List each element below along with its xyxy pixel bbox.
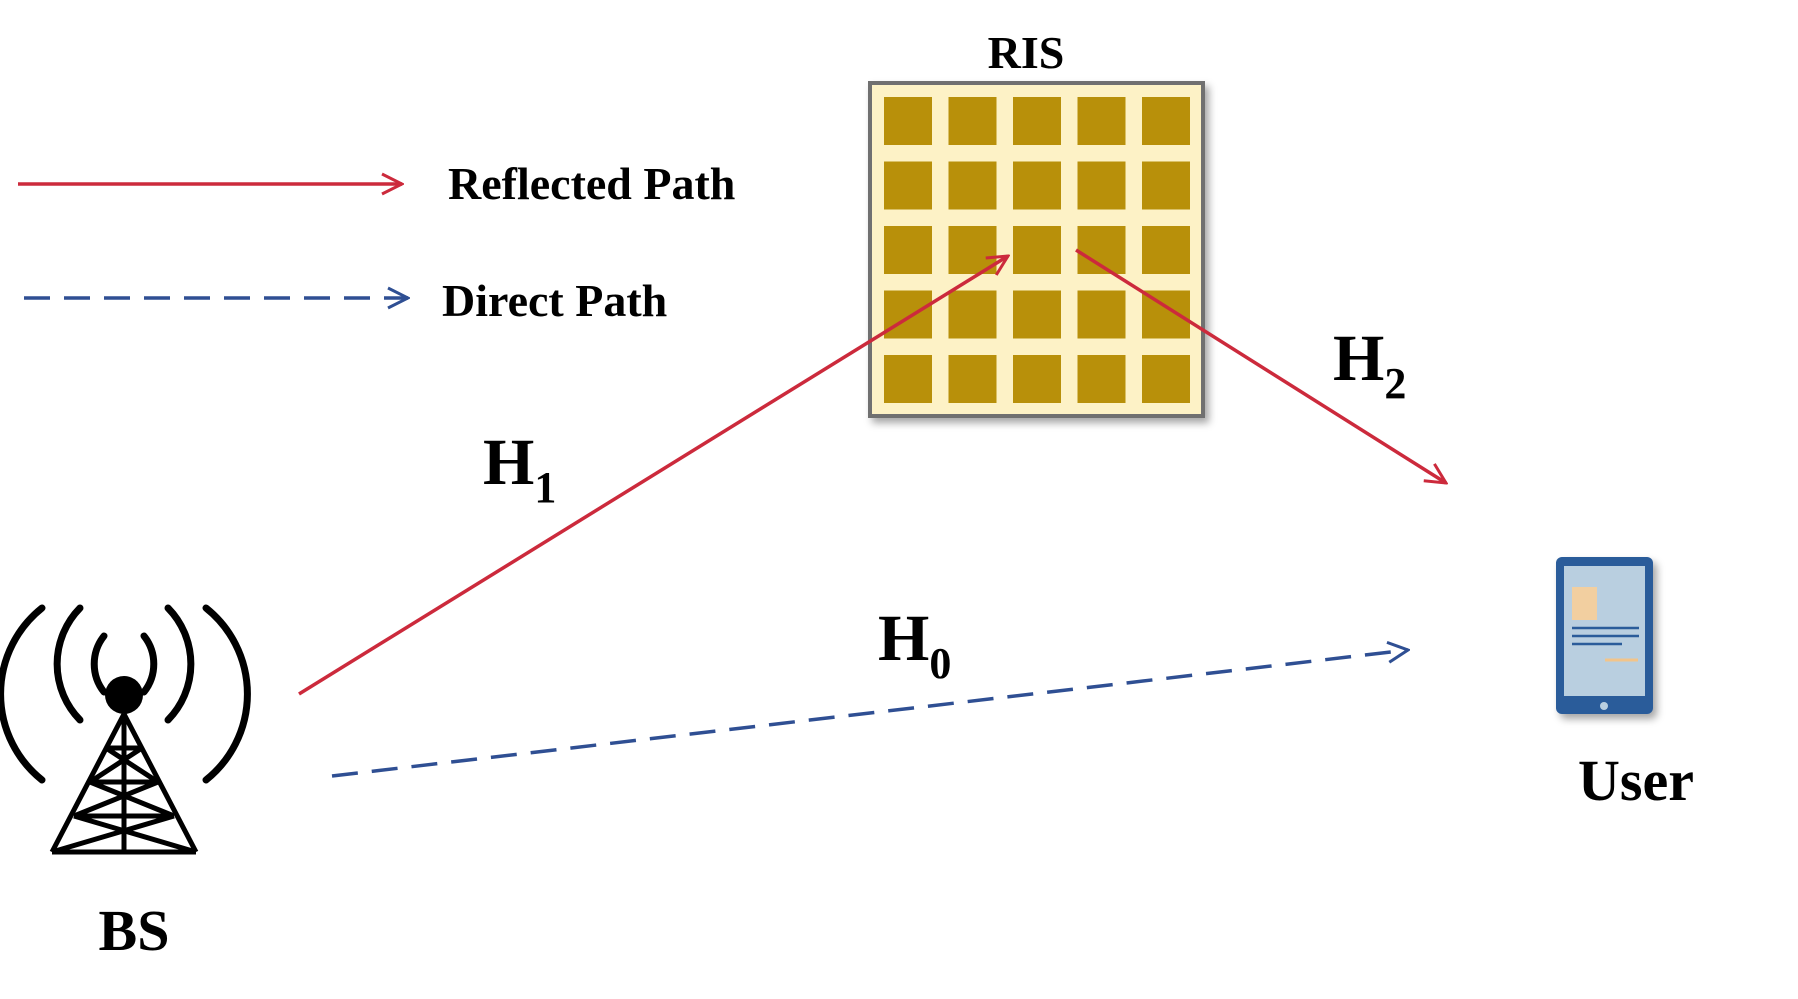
reflected-link-h1: [298, 256, 1008, 696]
ris-element: [1142, 161, 1190, 210]
ris-element: [948, 290, 997, 339]
ris-element: [1013, 290, 1061, 339]
ris-element: [1077, 161, 1126, 210]
ris-element: [948, 97, 997, 145]
ris-element: [884, 97, 932, 145]
ris-element: [884, 290, 932, 339]
smartphone-icon: [1556, 557, 1653, 714]
ris-element: [1077, 355, 1126, 403]
ris-panel: RIS: [868, 27, 1205, 418]
ris-element: [1077, 97, 1126, 145]
legend-direct-label: Direct Path: [442, 275, 667, 326]
channel-label-h2: H2: [1333, 322, 1406, 408]
user-label: User: [1578, 748, 1694, 813]
channel-h2-sub: 2: [1384, 359, 1406, 408]
ris-element: [1013, 161, 1061, 210]
ris-element: [884, 355, 932, 403]
ris-element-grid: [884, 97, 1190, 403]
ris-element: [1142, 97, 1190, 145]
ris-element: [1013, 226, 1061, 274]
legend: Reflected Path Direct Path: [18, 158, 735, 326]
channel-label-h0: H0: [878, 602, 951, 688]
ris-element: [1077, 290, 1126, 339]
channel-h2-main: H: [1333, 322, 1384, 395]
ris-element: [948, 355, 997, 403]
channel-h1-sub: 1: [534, 463, 556, 512]
ris-element: [1142, 226, 1190, 274]
channel-h0-main: H: [878, 602, 929, 675]
channel-h0-sub: 0: [929, 639, 951, 688]
ris-element: [1013, 97, 1061, 145]
bs-label: BS: [99, 898, 170, 963]
ris-element: [884, 226, 932, 274]
direct-link-h0: [331, 650, 1408, 778]
channel-h1-main: H: [483, 426, 534, 499]
ris-element: [948, 161, 997, 210]
legend-reflected-label: Reflected Path: [448, 158, 735, 209]
ris-element: [1142, 355, 1190, 403]
ris-element: [884, 161, 932, 210]
channel-label-h1: H1: [483, 426, 556, 512]
reflected-path: [298, 248, 1446, 696]
reflected-link-h2: [1075, 248, 1446, 483]
antenna-tower-icon: [0, 604, 251, 855]
ris-label: RIS: [988, 27, 1065, 78]
ris-element: [1013, 355, 1061, 403]
